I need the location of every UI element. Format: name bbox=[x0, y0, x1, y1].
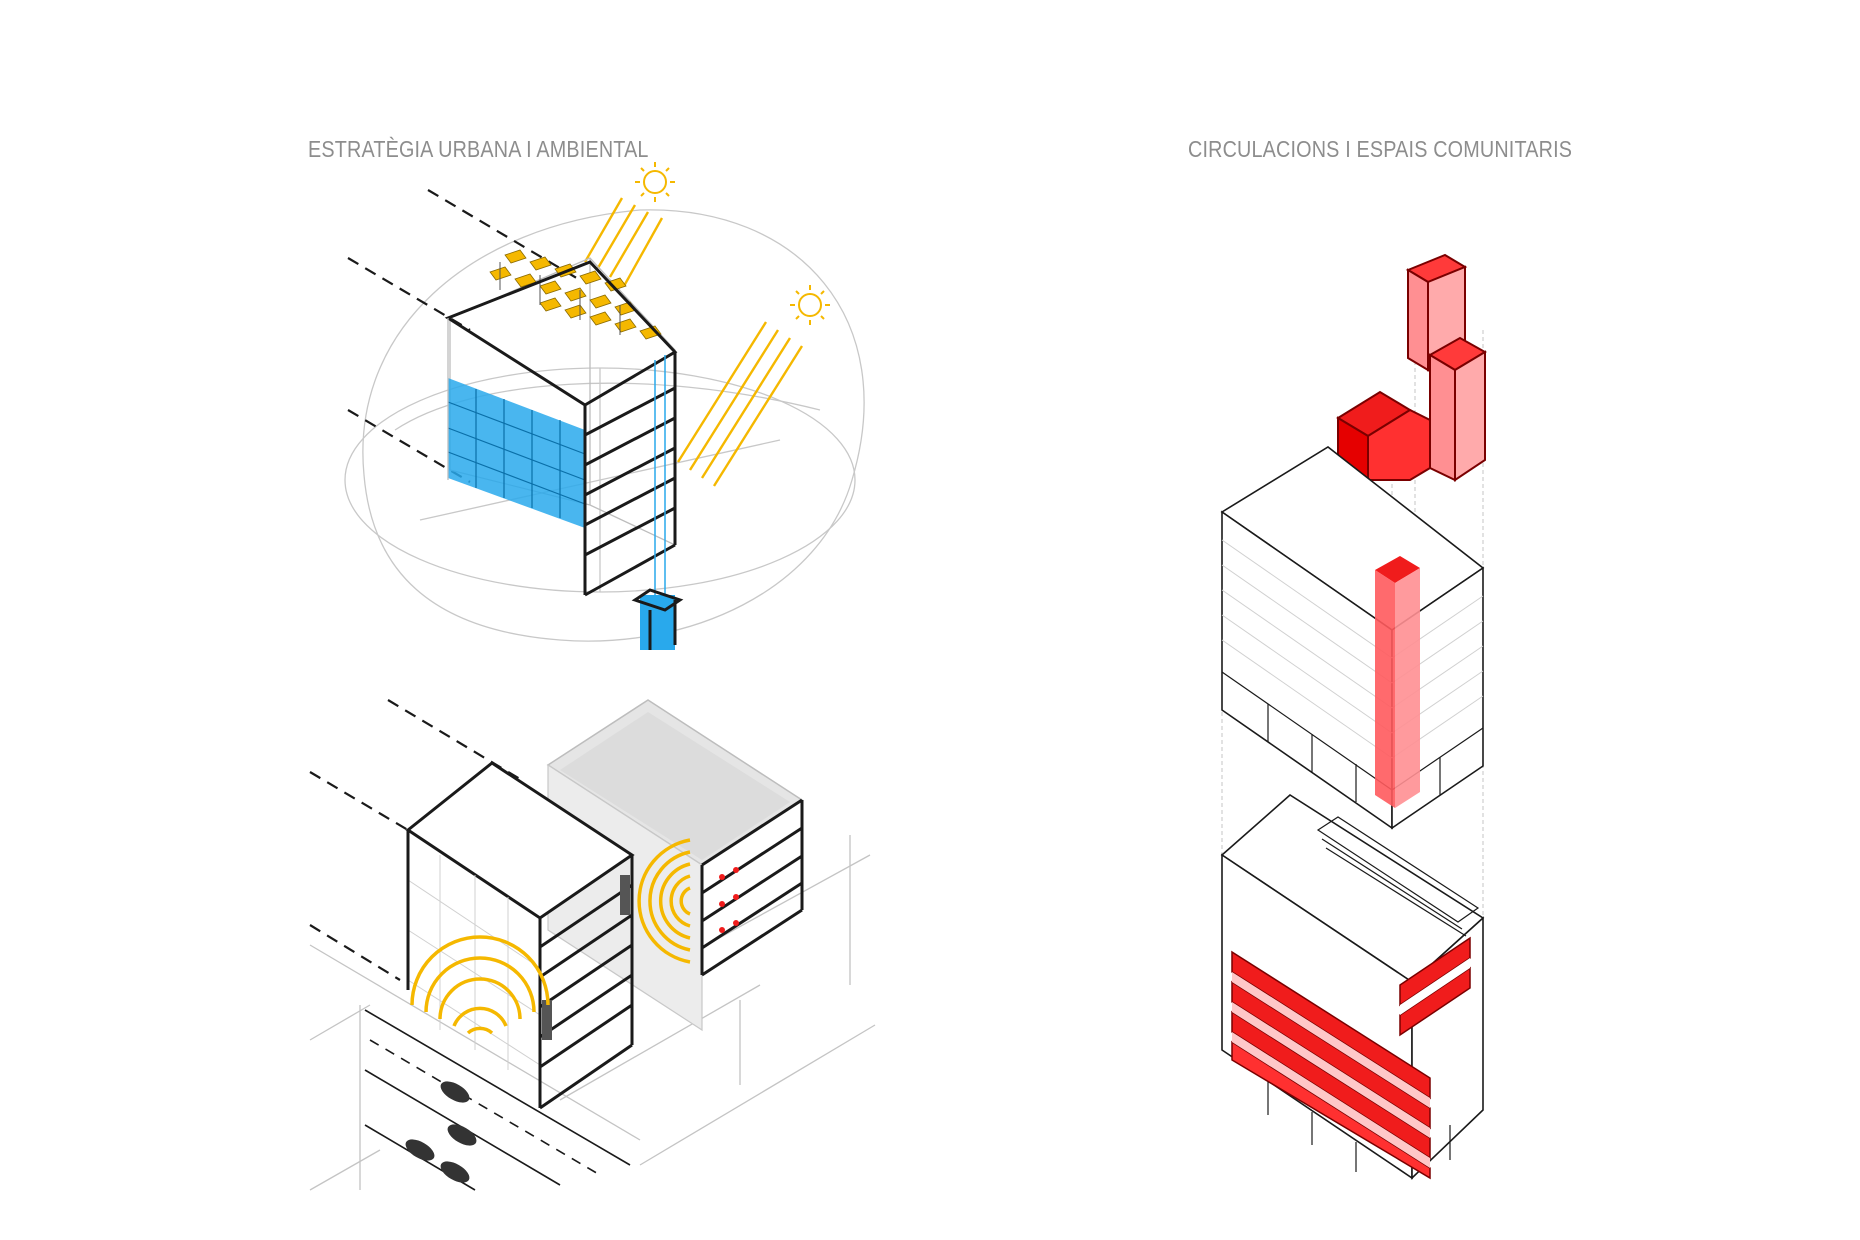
sun-icon bbox=[635, 162, 675, 202]
road-lanes bbox=[364, 1009, 631, 1191]
wind-lines bbox=[347, 189, 581, 483]
glazed-balconies bbox=[447, 378, 586, 528]
building-block-typical-floors bbox=[1220, 446, 1485, 830]
sun-path-dome bbox=[344, 209, 865, 642]
solar-rays bbox=[583, 197, 804, 487]
panel-title-circulation-community: CIRCULACIONS I ESPAIS COMUNITARIS bbox=[1188, 136, 1573, 162]
car-icon bbox=[405, 1081, 477, 1183]
rainwater-cistern bbox=[631, 355, 684, 650]
solar-panel-array bbox=[489, 249, 662, 340]
sound-wave-icon bbox=[637, 838, 691, 964]
building-main-facade bbox=[405, 761, 635, 1110]
roof-courtyard bbox=[1316, 816, 1480, 937]
street-grid bbox=[309, 835, 876, 1191]
circulation-exploded-axonometric bbox=[1220, 253, 1487, 1180]
urban-acoustic-diagram bbox=[309, 699, 876, 1191]
vertical-circulation-shaft bbox=[1375, 556, 1420, 808]
building-section-main bbox=[444, 260, 678, 597]
vertical-circulation-core bbox=[1336, 253, 1487, 482]
panel-title-urban-environmental: ESTRATÈGIA URBANA I AMBIENTAL bbox=[308, 136, 649, 162]
community-walkways bbox=[1231, 936, 1471, 1180]
environmental-strategy-diagram bbox=[344, 162, 865, 650]
sun-icon bbox=[790, 285, 830, 325]
building-block-ground-floors bbox=[1220, 794, 1485, 1180]
person-icon bbox=[719, 867, 739, 933]
sound-wave-icon bbox=[410, 935, 550, 1035]
